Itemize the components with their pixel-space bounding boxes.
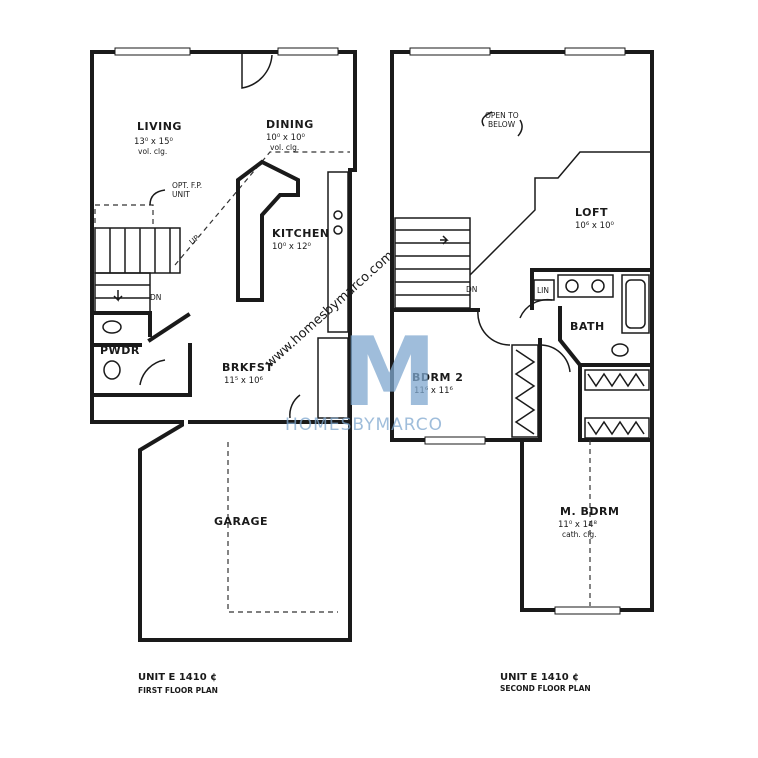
- open-to-below-arrow: [481, 111, 493, 127]
- interior-wall: [520, 338, 542, 442]
- living-note: vol. clg.: [138, 147, 167, 156]
- closet: [584, 417, 650, 439]
- stair-down-label: DN: [150, 293, 161, 302]
- dining-dims: 10⁰ x 10⁰: [266, 133, 305, 143]
- toilet: [611, 343, 629, 357]
- kitchen-label: KITCHEN: [272, 227, 330, 240]
- door-swing: [539, 344, 571, 373]
- breakfast-label: BRKFST: [222, 361, 273, 374]
- toilet: [102, 320, 122, 334]
- closet: [584, 369, 650, 391]
- bdrm2-label: BDRM 2: [412, 371, 463, 384]
- interior-wall: [578, 363, 654, 442]
- second-floor-plan-caption: SECOND FLOOR PLAN: [500, 684, 591, 693]
- stair-down-label: DN: [466, 285, 477, 294]
- open-to-label: OPEN TO: [485, 111, 519, 120]
- first-floor-unit-caption: UNIT E 1410 ¢: [138, 672, 217, 683]
- linen-label: LIN: [537, 286, 549, 295]
- window: [277, 47, 339, 56]
- living-label: LIVING: [137, 120, 182, 133]
- watermark-logo: M: [342, 318, 437, 428]
- first-floor-plan: LIVING 13⁰ x 15⁰ vol. clg. DINING 10⁰ x …: [90, 47, 357, 695]
- master-bedroom-dims: 11⁰ x 14⁸: [558, 520, 597, 530]
- door-swing: [519, 298, 553, 319]
- dining-note: vol. clg.: [270, 143, 299, 152]
- watermark: M HOMESBYMARCO www.homesbymarco.com: [263, 248, 443, 435]
- garage-entry-door: [289, 394, 301, 419]
- second-floor-stairs: [394, 217, 471, 309]
- window: [554, 606, 621, 615]
- window: [114, 47, 191, 56]
- closet-doors: [587, 420, 645, 436]
- closet-doors: [587, 372, 645, 388]
- bath-label: BATH: [570, 320, 605, 333]
- fireplace-arrow: [149, 189, 166, 206]
- interior-wall: [147, 312, 191, 343]
- vanity-sink: [591, 279, 605, 293]
- powder-door: [139, 359, 166, 386]
- living-dims: 13⁰ x 15⁰: [134, 137, 173, 147]
- kitchen-dims: 10⁰ x 12⁰: [272, 242, 311, 252]
- cooktop: [333, 225, 343, 235]
- interior-wall: [93, 343, 192, 397]
- first-floor-stairs: [94, 204, 181, 314]
- fireplace-note-2: UNIT: [172, 190, 190, 199]
- vanity: [557, 274, 614, 298]
- fireplace-note: OPT. F.P.: [172, 181, 202, 190]
- vanity-sink: [565, 279, 579, 293]
- stair-up-label: UP: [188, 233, 202, 247]
- bathtub: [621, 274, 650, 334]
- watermark-brand: HOMESBYMARCO: [285, 415, 443, 435]
- garage-ceiling-line: [227, 442, 338, 613]
- first-floor-outer-wall: [90, 50, 357, 642]
- breakfast-dims: 11⁵ x 10⁶: [224, 376, 263, 386]
- window: [424, 436, 486, 445]
- sink: [103, 360, 121, 380]
- door-swing: [477, 309, 511, 346]
- second-floor-plan: OPEN TO BELOW LOFT 10⁶ x 10⁰ BATH BDRM 2…: [390, 47, 654, 693]
- open-to-below-arrow-2: [517, 119, 523, 137]
- loft-label: LOFT: [575, 206, 608, 219]
- first-floor-plan-caption: FIRST FLOOR PLAN: [138, 686, 218, 695]
- loft-dims: 10⁶ x 10⁰: [575, 221, 614, 231]
- window: [409, 47, 491, 56]
- bathtub-inner: [625, 279, 646, 329]
- kitchen-counter: [327, 171, 349, 333]
- entry-door: [241, 52, 273, 89]
- powder-label: PWDR: [100, 344, 140, 357]
- pantry: [317, 337, 349, 419]
- garage-label: GARAGE: [214, 515, 268, 528]
- kitchen-island: [236, 159, 300, 302]
- second-floor-unit-caption: UNIT E 1410 ¢: [500, 672, 579, 683]
- master-bedroom-note: cath. clg.: [562, 530, 597, 539]
- loft-railing: [469, 151, 652, 276]
- dining-label: DINING: [266, 118, 314, 131]
- interior-wall: [93, 311, 152, 337]
- below-label: BELOW: [488, 120, 516, 129]
- cooktop: [333, 210, 343, 220]
- second-floor-outer-wall: [390, 50, 654, 612]
- closet-doors: [514, 349, 536, 435]
- window: [564, 47, 626, 56]
- bath-wall: [558, 306, 654, 367]
- master-bedroom-label: M. BDRM: [560, 505, 619, 518]
- bdrm2-dims: 11⁶ x 11⁶: [414, 386, 453, 396]
- closet: [511, 344, 539, 438]
- dining-ceiling-line: [174, 151, 350, 266]
